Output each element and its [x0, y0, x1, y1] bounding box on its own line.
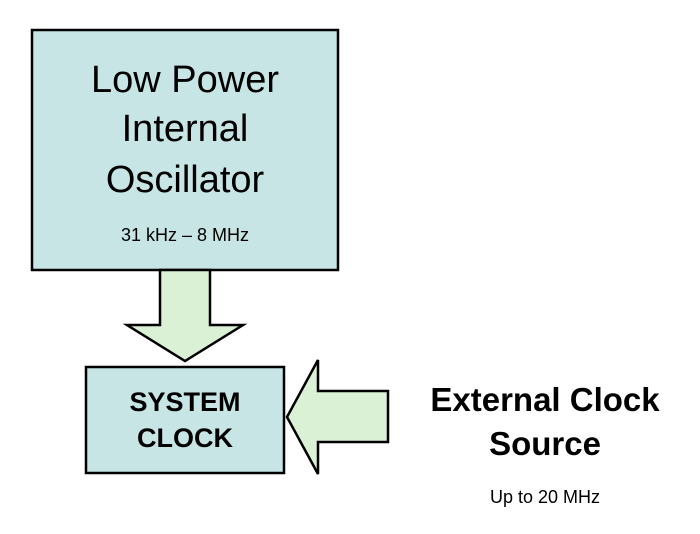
external-clock-title-line-1: External Clock: [430, 381, 660, 418]
external-to-clock-arrow: [285, 359, 390, 475]
oscillator-title-line-1: Low Power: [91, 59, 279, 101]
system-clock-block: SYSTEM CLOCK: [84, 365, 286, 475]
system-clock-line-2: CLOCK: [137, 423, 233, 453]
oscillator-title-line-2: Internal: [122, 108, 249, 150]
external-clock-source-label: External Clock Source Up to 20 MHz: [430, 381, 660, 507]
system-clock-line-1: SYSTEM: [129, 387, 240, 417]
external-clock-frequency-range: Up to 20 MHz: [490, 487, 600, 507]
internal-oscillator-block: Low Power Internal Oscillator 31 kHz – 8…: [30, 28, 340, 272]
external-clock-title-line-2: Source: [489, 425, 601, 462]
oscillator-title-line-3: Oscillator: [106, 159, 265, 201]
oscillator-to-clock-arrow: [122, 268, 248, 363]
internal-oscillator-box: [30, 28, 340, 272]
system-clock-box: [84, 365, 286, 475]
oscillator-frequency-range: 31 kHz – 8 MHz: [121, 225, 249, 245]
